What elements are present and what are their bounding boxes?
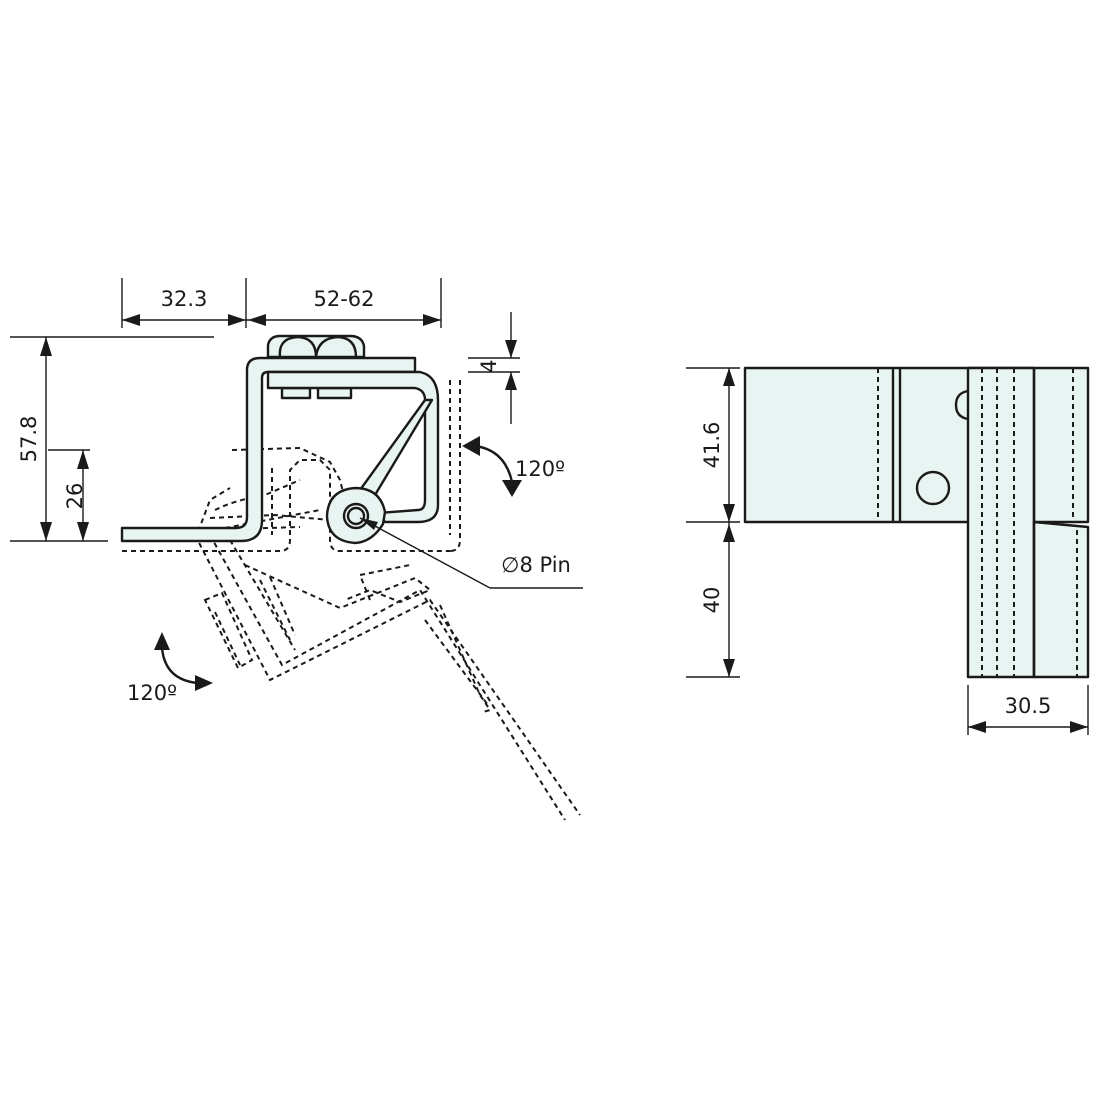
front-vertical-strip — [966, 366, 1036, 679]
dim-height-upper: 41.6 — [700, 422, 724, 469]
dim-thickness: 4 — [477, 359, 501, 372]
rotation-label-bottom: 120º — [127, 681, 177, 705]
dim-52-62: 52-62 — [246, 278, 442, 328]
front-lower-leaf — [1032, 520, 1090, 679]
rotated-position-ghost — [122, 380, 581, 821]
dim-26: 26 — [48, 449, 90, 541]
nut-left — [280, 386, 312, 400]
dim-width-left: 32.3 — [161, 287, 208, 311]
pin-label: ∅8 Pin — [501, 553, 571, 577]
dim-width-right: 52-62 — [313, 287, 374, 311]
dim-40: 40 — [686, 522, 740, 678]
rotation-arrow-bottom: 120º — [127, 632, 213, 705]
dim-41-6: 41.6 — [686, 367, 740, 523]
dim-57-8: 57.8 — [10, 336, 214, 542]
dim-30-5: 30.5 — [967, 685, 1089, 735]
dim-4: 4 — [468, 312, 520, 424]
bolt-head — [266, 334, 366, 359]
dim-width-front: 30.5 — [1005, 694, 1052, 718]
dim-height-lower: 26 — [63, 483, 87, 510]
front-view: 41.6 40 30.5 — [686, 366, 1090, 735]
diagonal-strut — [358, 398, 434, 497]
dim-height-lower-front: 40 — [700, 587, 724, 614]
dim-32-3: 32.3 — [121, 278, 247, 328]
nut-right — [316, 386, 353, 400]
rotation-arrow-top: 120º — [462, 436, 565, 497]
rotation-label-top: 120º — [515, 457, 565, 481]
hinge-pin — [325, 486, 387, 545]
side-view: 32.3 52-62 57.8 26 — [10, 278, 583, 821]
dim-height-total: 57.8 — [17, 416, 41, 463]
front-upper-plate — [743, 366, 1090, 524]
pin-callout: ∅8 Pin — [359, 517, 583, 589]
